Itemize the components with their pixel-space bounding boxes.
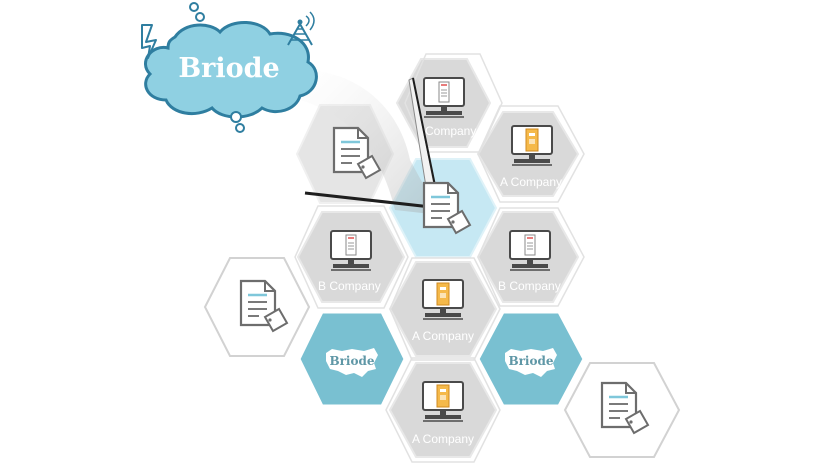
badge-label: Briode [508,354,553,368]
brand-title: Briode [178,53,279,84]
company-label-partial: Company [425,124,476,138]
hex-outline [477,105,585,203]
hex-outline [477,207,585,307]
bubble-dot [189,2,199,12]
hex-outline [389,257,501,361]
computer-icon [422,381,464,422]
badge-label: Briode [329,354,374,368]
computer-icon [509,230,551,271]
signal-beam [300,70,440,215]
company-label: B Company [498,279,561,293]
computer-icon [423,77,465,118]
company-label: A Company [500,175,562,189]
bubble-dot [235,123,245,133]
bubble-dot [195,12,205,22]
signal-beam-baseline [304,191,441,210]
computer-icon [422,279,464,320]
hex-outline [294,205,409,309]
lightning-icon [141,24,157,59]
cloud-icon [144,20,318,119]
computer-icon [511,125,553,166]
hex-outline [385,357,501,463]
antenna-icon [287,11,315,46]
company-label: A Company [412,432,474,446]
computer-icon [330,230,372,271]
company-label: B Company [318,279,381,293]
company-label: A Company [412,329,474,343]
bubble-dot [230,111,242,123]
